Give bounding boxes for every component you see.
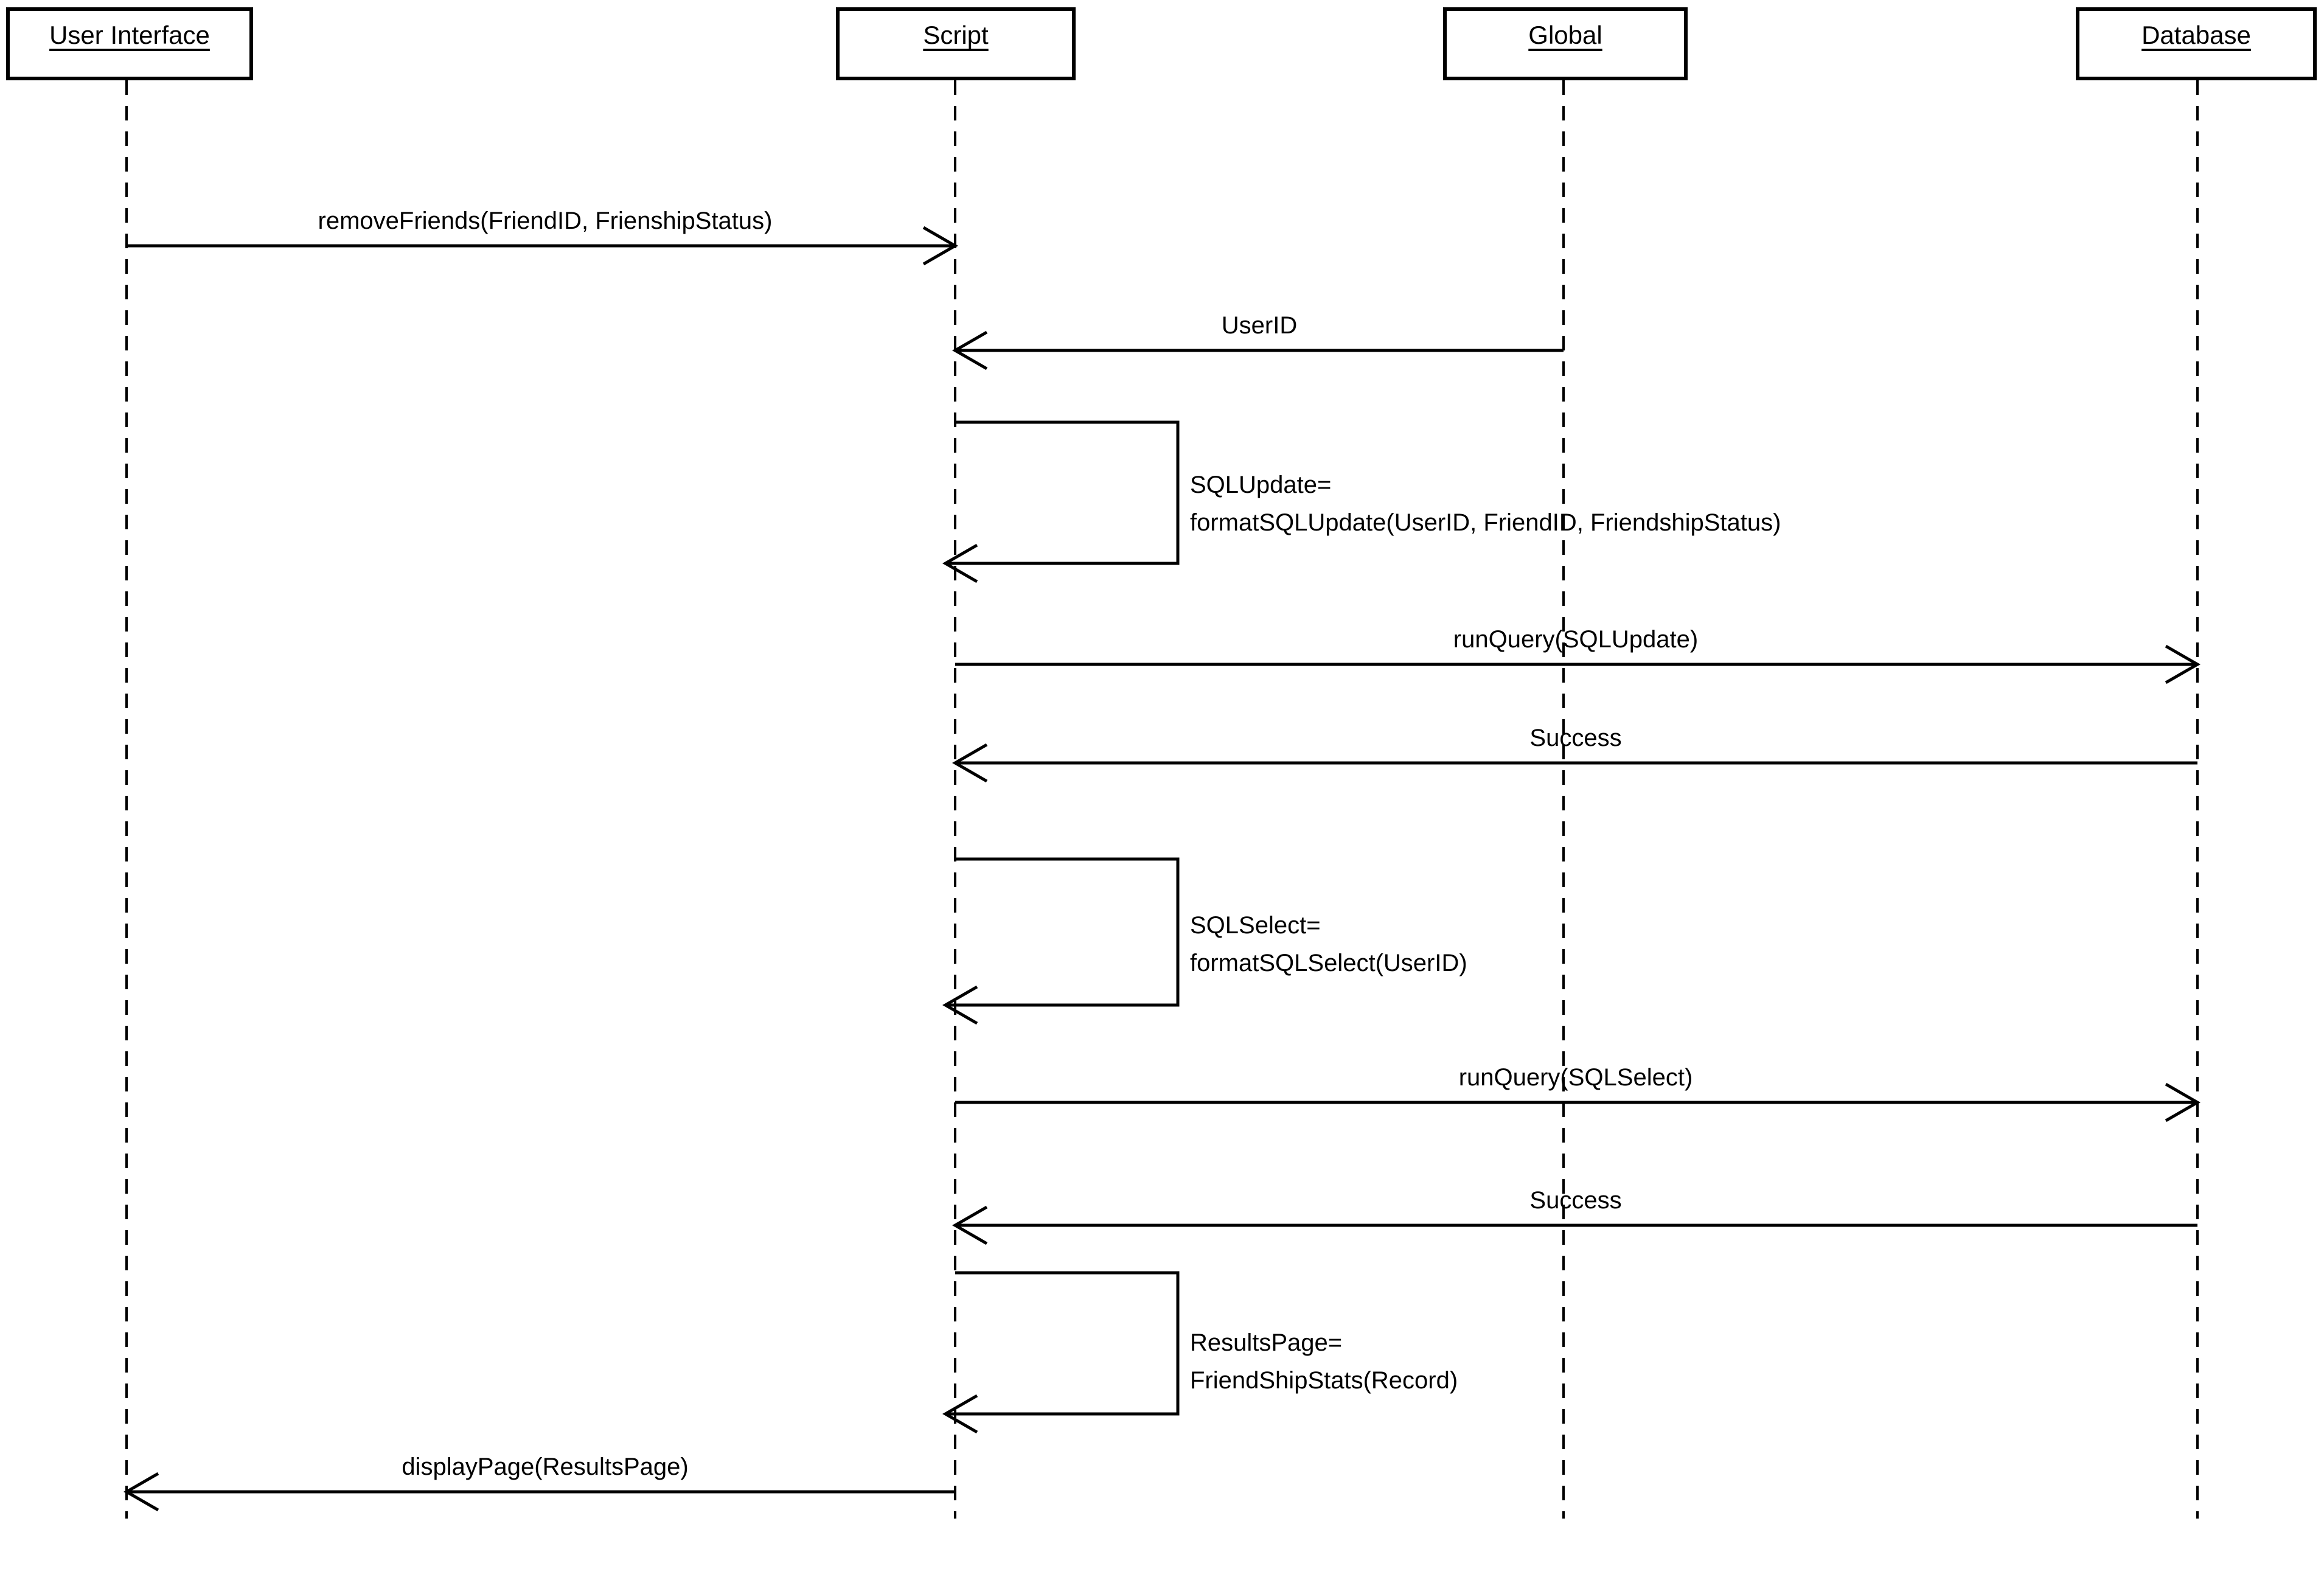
self-call-sqlselect xyxy=(942,857,1180,1025)
message-label-runquery-sqlselect: runQuery(SQLSelect) xyxy=(1458,1065,1693,1091)
arrowhead-right xyxy=(2165,1082,2201,1122)
lifelines xyxy=(125,80,2199,1519)
message-label-userid: UserID xyxy=(1221,313,1298,339)
sequence-diagram-page: { "diagram": { "type": "uml-sequence-dia… xyxy=(6,7,2317,1519)
actor-user-interface: User Interface xyxy=(6,7,253,80)
arrowhead-left xyxy=(123,1472,159,1512)
actor-label: Database xyxy=(2141,22,2251,50)
message-label-success-2: Success xyxy=(1529,1188,1622,1214)
self-call-label-sqlselect: SQLSelect= formatSQLSelect(UserID) xyxy=(1190,908,1467,983)
message-arrow-userid xyxy=(952,330,1564,371)
message-arrow-success-2 xyxy=(952,1205,2197,1245)
message-label-runquery-sqlupdate: runQuery(SQLUpdate) xyxy=(1453,627,1699,653)
self-call-label-line1: SQLSelect= xyxy=(1190,913,1321,939)
message-label-removefriends: removeFriends(FriendID, FrienshipStatus) xyxy=(318,208,773,235)
arrowhead-left xyxy=(952,743,988,783)
self-call-label-sqlupdate: SQLUpdate= formatSQLUpdate(UserID, Frien… xyxy=(1190,467,1781,543)
actor-script: Script xyxy=(836,7,1076,80)
message-arrow-removefriends xyxy=(127,226,959,266)
arrowhead-right xyxy=(2165,644,2201,684)
self-call-path xyxy=(945,420,1180,565)
self-call-sqlupdate xyxy=(942,420,1180,583)
arrowhead-left xyxy=(942,1394,978,1434)
self-call-label-line2: formatSQLUpdate(UserID, FriendID, Friend… xyxy=(1190,510,1781,537)
self-call-label-line1: ResultsPage= xyxy=(1190,1330,1343,1357)
actor-label: User Interface xyxy=(49,22,210,50)
self-call-label-line2: formatSQLSelect(UserID) xyxy=(1190,950,1467,977)
actor-global: Global xyxy=(1443,7,1688,80)
arrowhead-left xyxy=(942,543,978,583)
message-label-success-1: Success xyxy=(1529,725,1622,752)
self-call-label-line2: FriendShipStats(Record) xyxy=(1190,1368,1458,1394)
message-arrow-success-1 xyxy=(952,743,2197,783)
actor-label: Global xyxy=(1528,22,1602,50)
message-arrow-displaypage xyxy=(123,1472,955,1512)
actor-database: Database xyxy=(2076,7,2317,80)
self-call-label-resultspage: ResultsPage= FriendShipStats(Record) xyxy=(1190,1325,1458,1401)
message-label-displaypage: displayPage(ResultsPage) xyxy=(402,1454,689,1481)
arrowhead-left xyxy=(952,330,988,371)
arrowhead-right xyxy=(922,226,959,266)
self-call-path xyxy=(945,1271,1180,1416)
message-arrow-runquery-sqlselect xyxy=(955,1082,2201,1122)
self-call-path xyxy=(945,857,1180,1007)
message-arrow-runquery-sqlupdate xyxy=(955,644,2201,684)
actor-label: Script xyxy=(923,22,989,50)
self-call-label-line1: SQLUpdate= xyxy=(1190,472,1332,499)
arrowhead-left xyxy=(942,985,978,1025)
self-call-resultspage xyxy=(942,1271,1180,1434)
arrowhead-left xyxy=(952,1205,988,1245)
